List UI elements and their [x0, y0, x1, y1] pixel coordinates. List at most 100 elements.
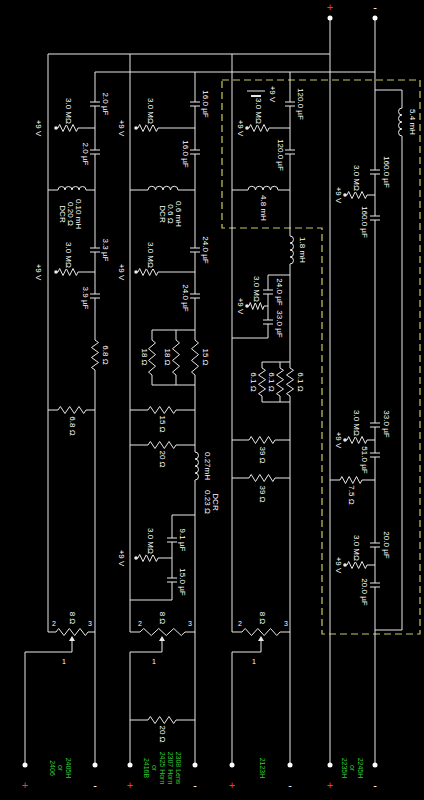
supply-tap — [54, 270, 58, 274]
driver-model: or — [57, 764, 64, 772]
inductor-symbol — [289, 236, 294, 264]
wire — [375, 18, 376, 765]
resistor-symbol — [347, 437, 367, 444]
supply-tap — [134, 556, 138, 560]
resistor-symbol — [173, 340, 180, 375]
capacitor-symbol — [263, 290, 273, 294]
component-value: 1.8 mH — [298, 236, 306, 264]
wire — [262, 402, 290, 403]
driver-model: 2235H — [341, 757, 348, 780]
component-value: 33.0 µF — [382, 409, 390, 438]
supply-label: +9 V — [236, 297, 244, 316]
terminal-dot — [128, 763, 133, 768]
driver-model: 2307 Horn — [167, 751, 174, 786]
pin-number: 1 — [61, 658, 67, 665]
component-value: 3.0 MΩ — [146, 97, 154, 125]
wire — [232, 652, 261, 653]
resistor-symbol — [340, 477, 362, 484]
terminal-dot — [373, 763, 378, 768]
capacitor-symbol — [285, 150, 295, 154]
terminal-sign: + — [326, 2, 334, 13]
component-value: 2.0 µF — [101, 92, 109, 117]
component-value: 3.9 µF — [81, 286, 89, 311]
component-value: 3.0 MΩ — [254, 97, 262, 125]
pot-wiper — [258, 636, 264, 652]
wire — [152, 330, 195, 331]
resistor-symbol — [56, 629, 88, 636]
component-value: 16.0 µF — [201, 89, 209, 118]
terminal-dot — [328, 763, 333, 768]
terminal-dot — [373, 16, 378, 21]
terminal-sign: + — [126, 780, 134, 791]
terminal-sign: + — [21, 780, 29, 791]
capacitor-symbol — [90, 294, 100, 298]
resistor-symbol — [148, 407, 176, 414]
supply-label: +9 V — [236, 119, 244, 138]
component-value: 3.0 MΩ — [146, 527, 154, 555]
component-value: 8 Ω — [158, 611, 166, 626]
component-value: 0.10 mH — [74, 198, 82, 230]
wire — [95, 72, 96, 765]
component-value: 18 Ω — [140, 347, 148, 366]
component-value: 39 Ω — [258, 484, 266, 503]
wire — [195, 72, 196, 765]
inductor-symbol — [248, 186, 278, 191]
capacitor-symbol — [90, 102, 100, 106]
pot-wiper — [159, 636, 165, 652]
resistor-symbol — [138, 555, 158, 562]
driver-model: or — [151, 764, 158, 772]
component-value: DCR — [211, 492, 219, 511]
driver-model: 2245H — [357, 757, 364, 780]
supply-tap — [245, 304, 249, 308]
component-value: DCR — [58, 204, 66, 223]
component-value: DCR — [158, 204, 166, 223]
resistor-symbol — [92, 340, 99, 370]
supply-label: +9 V — [117, 549, 125, 568]
wire — [130, 652, 131, 765]
wire — [48, 54, 49, 632]
resistor-symbol — [277, 368, 284, 396]
resistor-symbol — [287, 368, 294, 396]
driver-model: or — [349, 764, 356, 772]
wire — [232, 652, 233, 765]
driver-model: 2405H — [65, 757, 72, 780]
pin-number: 3 — [283, 620, 289, 627]
capacitor-symbol — [263, 320, 273, 324]
component-value: 3.0 MΩ — [352, 164, 360, 192]
wire — [130, 54, 131, 632]
wire — [375, 90, 402, 91]
component-value: 15 Ω — [158, 414, 166, 433]
driver-model: 2308 Lens — [175, 751, 182, 786]
capacitor-symbol — [370, 423, 380, 427]
capacitor-symbol — [370, 216, 380, 220]
component-value: 20 Ω — [158, 449, 166, 468]
resistor-symbol — [138, 125, 158, 132]
component-value: 39 Ω — [258, 445, 266, 464]
component-value: 0.23 Ω — [203, 489, 211, 515]
capacitor-symbol — [190, 294, 200, 298]
component-value: 160.0 µF — [360, 205, 368, 239]
driver-model: 2406 — [49, 759, 56, 777]
driver-model: 2425 Horn — [159, 751, 166, 786]
capacitor-symbol — [190, 150, 200, 154]
wire — [95, 72, 375, 73]
component-value: 0.20 Ω — [66, 201, 74, 227]
capacitor-symbol — [167, 578, 177, 582]
wire — [48, 54, 330, 55]
component-value: 7.5 Ω — [347, 484, 355, 505]
resistor-symbol — [58, 125, 78, 132]
resistor-symbol — [149, 340, 156, 375]
component-value: 3.0 MΩ — [352, 409, 360, 437]
terminal-dot — [328, 16, 333, 21]
supply-label: +9 V — [117, 119, 125, 138]
pin-number: 3 — [87, 620, 93, 627]
wire — [232, 54, 233, 632]
supply-label: +9 V — [117, 263, 125, 282]
component-value: 15.0 µF — [178, 567, 186, 596]
component-value: 6.8 Ω — [68, 415, 76, 436]
component-value: 5.4 mH — [408, 108, 416, 136]
terminal-dot — [93, 763, 98, 768]
terminal-group — [23, 16, 378, 768]
resistor-symbol — [148, 442, 176, 449]
wire — [330, 18, 331, 765]
